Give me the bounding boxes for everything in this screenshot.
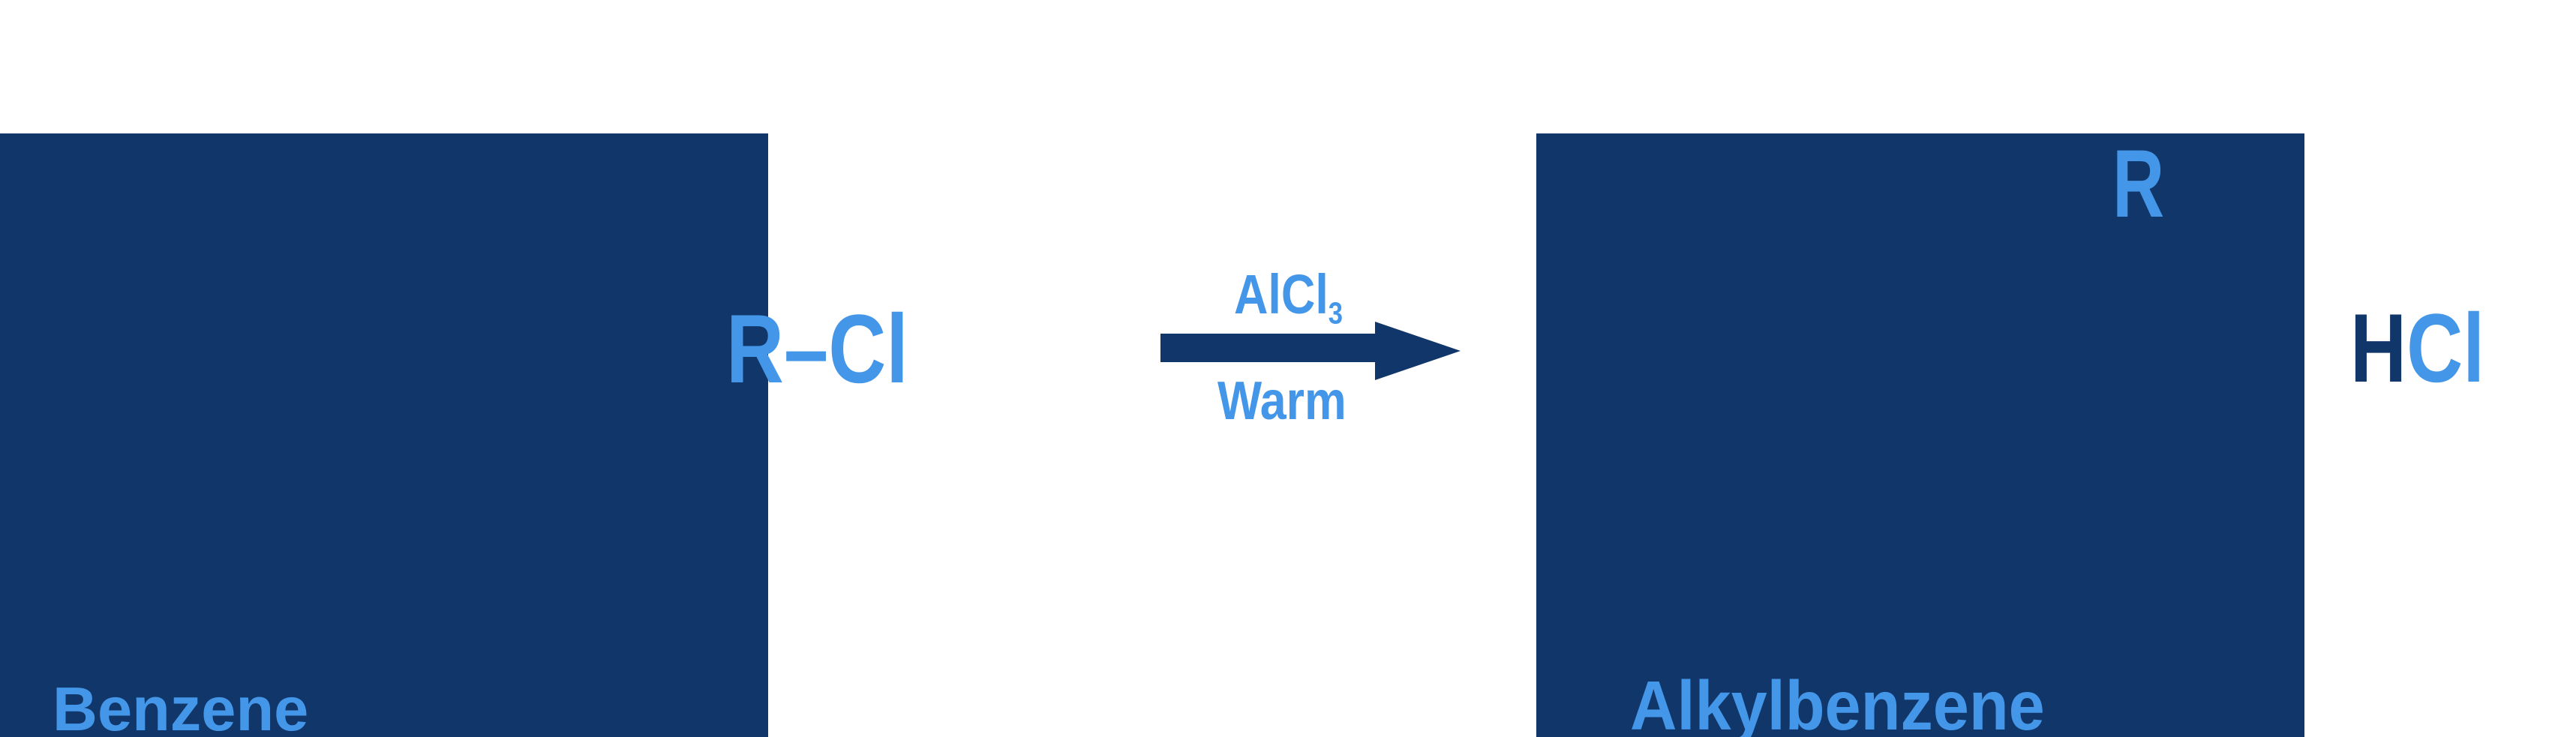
catalyst-formula-text: AlCl: [1234, 263, 1329, 325]
hcl-formula: HCl: [2350, 299, 2484, 397]
hcl-h-text: H: [2350, 293, 2407, 403]
catalyst-label: AlCl3: [1234, 267, 1343, 328]
alkylbenzene-label: Alkylbenzene: [1630, 667, 2045, 737]
hcl-cl-text: Cl: [2406, 293, 2485, 403]
condition-label: Warm: [1217, 371, 1347, 431]
alkylbenzene-structure-box: R Alkylbenzene: [1536, 133, 2304, 737]
benzene-label: Benzene: [53, 674, 309, 737]
alkyl-halide-formula: R–Cl: [726, 294, 908, 403]
benzene-structure-box: Benzene: [0, 133, 768, 737]
catalyst-subscript: 3: [1328, 295, 1344, 331]
substituent-r-label: R: [2112, 130, 2165, 238]
arrow-shaft: [1160, 334, 1382, 362]
arrow-head-icon: [1375, 322, 1461, 380]
